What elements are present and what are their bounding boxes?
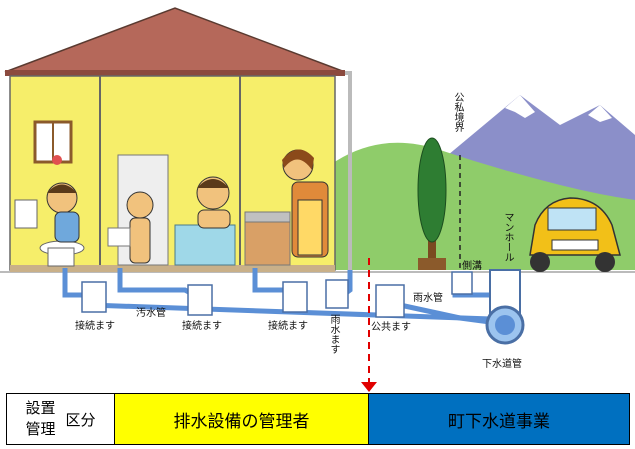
legend-category-side: 区分 xyxy=(65,410,96,429)
car-illustration xyxy=(529,197,621,272)
drainage-scene xyxy=(0,7,635,392)
label-boundary: 公私境界 xyxy=(452,92,463,132)
legend-category-cell: 設置 管理 区分 xyxy=(7,394,115,444)
label-rain-pipe: 雨水管 xyxy=(413,293,443,304)
label-side-ditch: 側溝 xyxy=(462,261,482,272)
legend-public-cell: 町下水道事業 xyxy=(369,394,629,444)
manhole-illustration xyxy=(485,269,525,345)
label-manhole: マンホール xyxy=(502,212,513,262)
arrow-down-icon xyxy=(361,382,377,392)
label-public-box: 公共ます xyxy=(371,322,411,333)
label-sewer-pipe: 下水道管 xyxy=(482,359,522,370)
legend-category-top: 設置 xyxy=(25,399,56,417)
legend-owner-cell: 排水設備の管理者 xyxy=(115,394,369,444)
legend-public-label: 町下水道事業 xyxy=(448,411,550,432)
legend-owner-label: 排水設備の管理者 xyxy=(173,411,310,432)
house-illustration xyxy=(4,7,346,272)
label-sewage-pipe: 汚水管 xyxy=(136,308,166,319)
management-legend: 設置 管理 区分 排水設備の管理者 町下水道事業 xyxy=(6,393,630,445)
tree-illustration xyxy=(417,137,447,270)
label-rainwater-box: 雨水ます xyxy=(328,314,339,354)
label-connection-box-2: 接続ます xyxy=(182,321,222,332)
label-connection-box-3: 接続ます xyxy=(268,321,308,332)
legend-category-bottom: 管理 xyxy=(25,420,56,438)
label-connection-box-1: 接続ます xyxy=(75,321,115,332)
inspection-boxes xyxy=(81,271,473,318)
